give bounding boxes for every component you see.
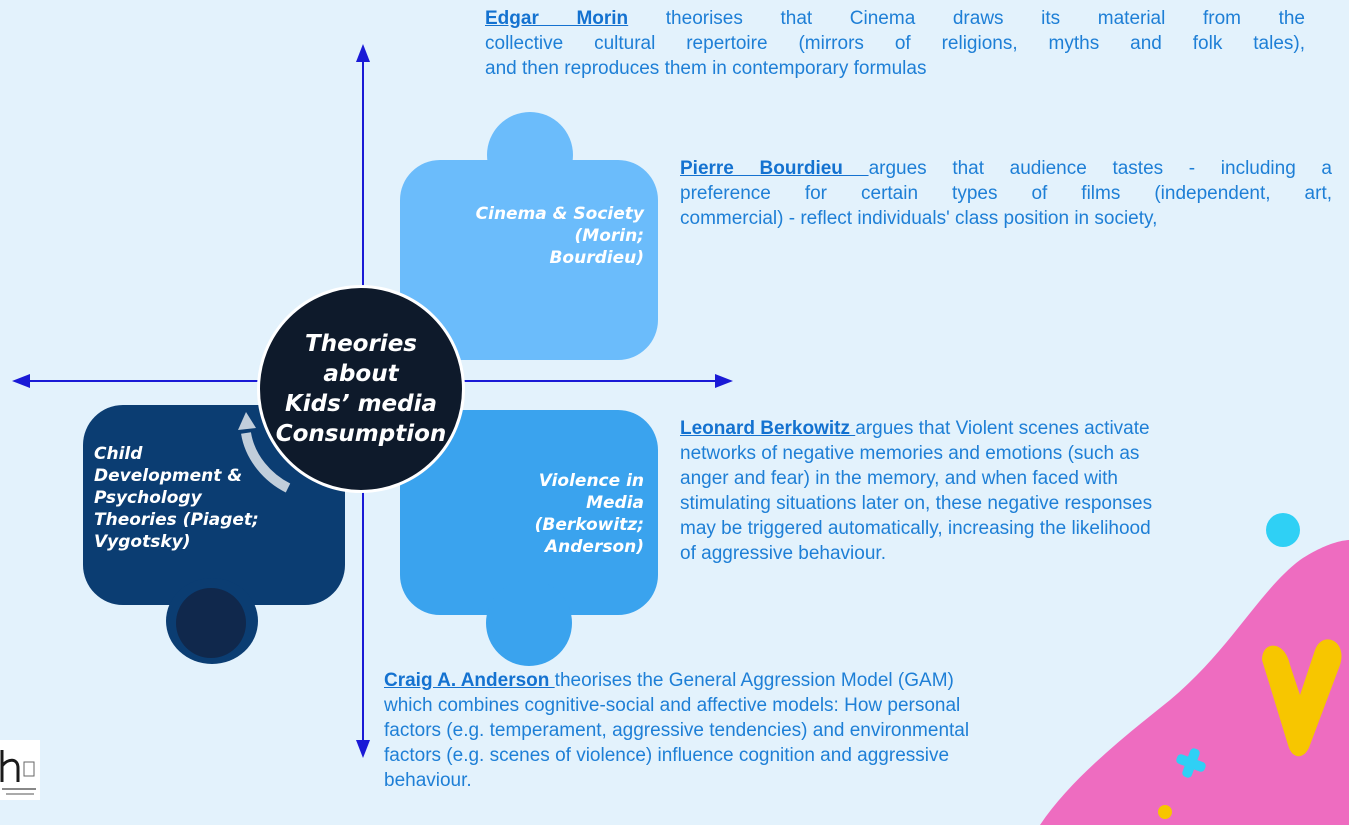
anderson-name-link[interactable]: Craig A. Anderson [384,670,555,691]
bourdieu-paragraph: Pierre Bourdieu argues that audience tas… [680,158,1332,229]
violence-knob [486,580,572,666]
berkowitz-name-link[interactable]: Leonard Berkowitz [680,418,856,439]
institute-logo [0,740,40,800]
anderson-paragraph: Craig A. Anderson theorises the General … [384,670,970,791]
morin-paragraph: Edgar Morin theorises that Cinema draws … [485,8,1305,79]
berkowitz-paragraph: Leonard Berkowitz argues that Violent sc… [680,418,1153,564]
curved-arrow-icon [238,412,291,493]
morin-name-link[interactable]: Edgar Morin [485,8,629,29]
arrow-left-icon [12,374,30,388]
child-quadrant-label: Child Development & Psychology Theories … [94,444,259,552]
bourdieu-name-link[interactable]: Pierre Bourdieu [680,158,869,179]
violence-quadrant-label: Violence in Media (Berkowitz; Anderson) [534,471,644,557]
center-topic-circle: Theories about Kids’ media Consumption [257,285,465,493]
arrow-down-icon [356,740,370,758]
arrow-right-icon [715,374,733,388]
cinema-quadrant-label: Cinema & Society (Morin; Bourdieu) [475,204,644,268]
arrow-up-icon [356,44,370,62]
child-knob-inner [176,588,246,658]
